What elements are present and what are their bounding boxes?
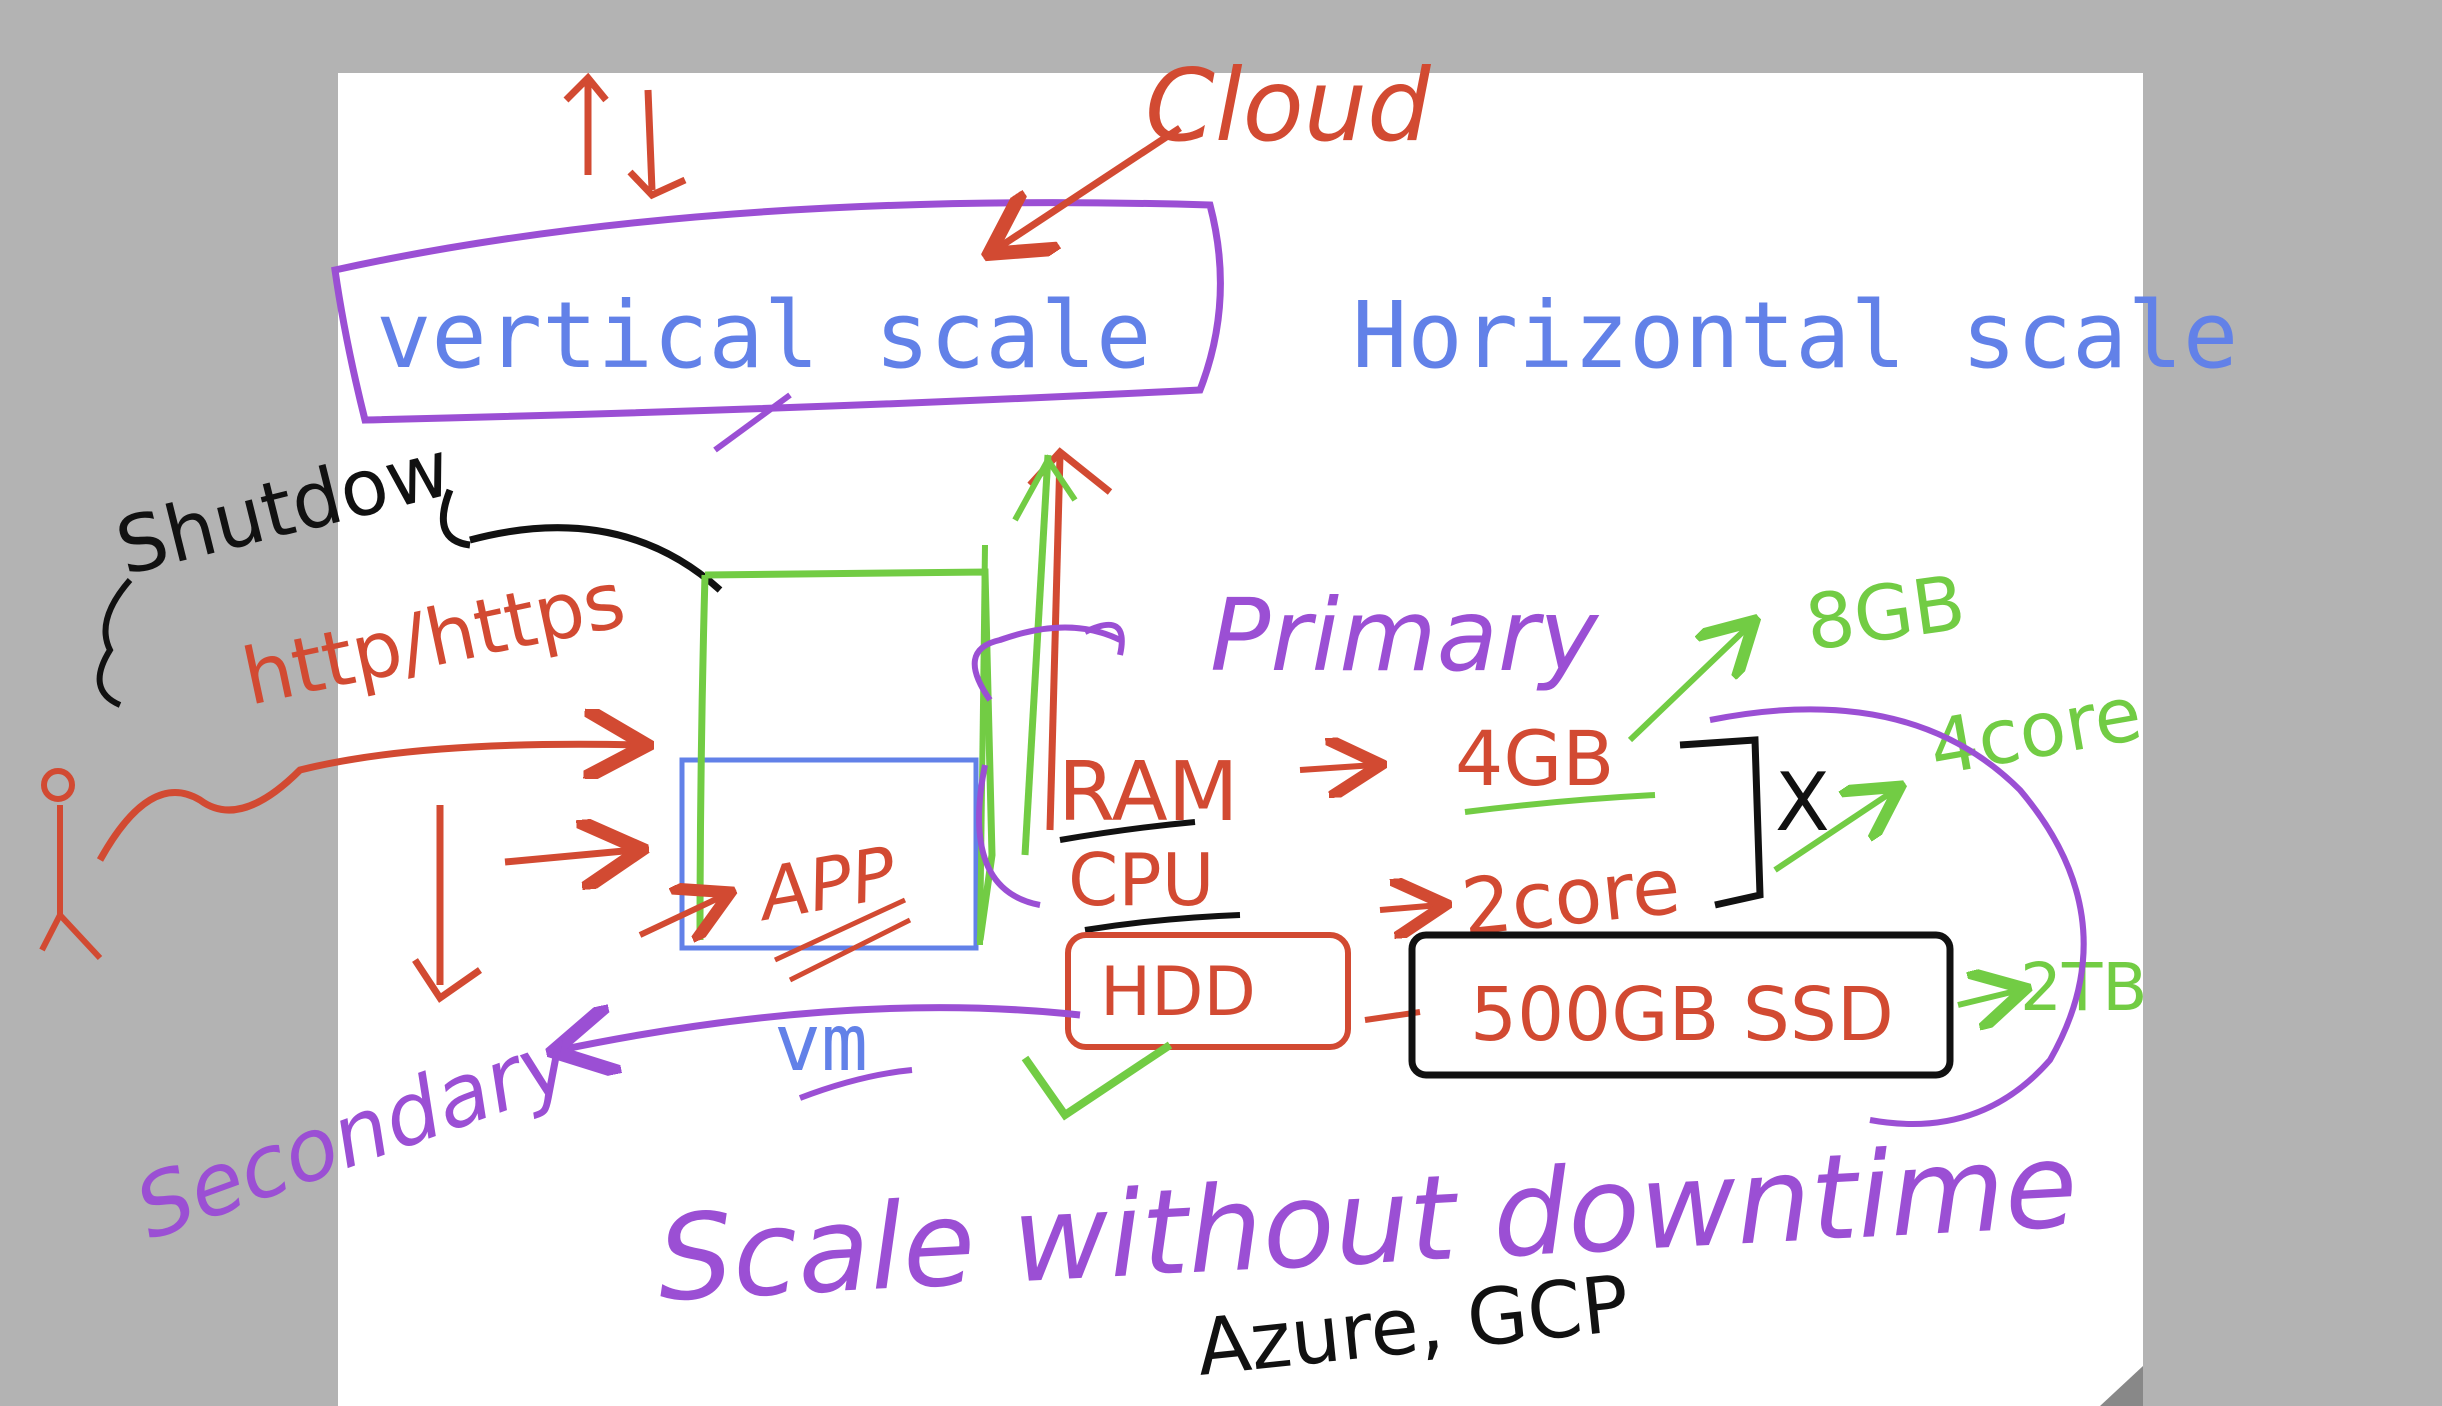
down-arrow-icon (627, 89, 687, 200)
hdd-value: 500GB SSD (1470, 972, 1894, 1058)
shutdown-hook (439, 488, 471, 549)
ram-upgrade-arrow (1627, 625, 1750, 743)
app-arrow (638, 895, 725, 935)
scale-up-arrow-red (1046, 454, 1064, 831)
check-icon (1021, 1041, 1173, 1121)
vm-entry-arrow (504, 850, 635, 862)
box-tick (713, 392, 792, 453)
scale-up-arrowhead-green (1012, 454, 1078, 522)
secondary-arrow (560, 1004, 1081, 1050)
cpu-upgrade: 4core (1923, 668, 2148, 793)
app-label: APP (749, 830, 902, 937)
vm-underline (798, 1067, 913, 1101)
down-line-head (412, 958, 483, 1003)
ram-upgrade: 8GB (1800, 558, 1970, 668)
primary-lower-brace (976, 764, 1041, 908)
primary-label: Primary (1210, 577, 1600, 694)
cloud-arrow (995, 125, 1182, 250)
vm-box (679, 757, 979, 951)
hdd-box (1065, 932, 1351, 1050)
cpu-upgrade-arrow (1773, 790, 1895, 873)
protocol-label: http/https (235, 555, 632, 724)
horizontal-scale-label: Horizontal scale (1352, 282, 2238, 389)
vertical-scale-label: vertical scale (376, 282, 1151, 389)
specs-bracket (1679, 736, 1764, 909)
ram-value-underline (1464, 792, 1656, 815)
ram-value: 4GB (1455, 714, 1614, 803)
server-right-edge (977, 544, 988, 946)
up-arrow-icon (563, 72, 609, 175)
cloud-label: Cloud (1145, 47, 1431, 164)
app-underline (773, 897, 912, 983)
cross-mark: X (1775, 756, 1830, 849)
hdd-label: HDD (1100, 953, 1256, 1032)
hdd-upgrade-arrow (1957, 990, 2020, 1005)
ram-value-arrow (1299, 765, 1375, 770)
upgrade-loop (1709, 706, 2087, 1127)
hdd-value-box (1408, 931, 1954, 1079)
primary-brace (971, 624, 1122, 702)
secondary-label: Secondary (123, 1010, 586, 1260)
vertical-scale-highlight-box (331, 199, 1224, 424)
shutdown-brace (96, 578, 133, 708)
shutdown-link (469, 524, 723, 593)
ram-underline (1059, 819, 1196, 843)
primary-arrow (1083, 621, 1125, 656)
page-curl (2100, 1366, 2143, 1406)
cpu-underline (1084, 912, 1241, 933)
shutdown-label: Shutdow (108, 424, 460, 594)
cpu-value-arrow (1379, 905, 1440, 910)
request-arrow (96, 744, 640, 862)
person-icon (39, 768, 103, 961)
scale-up-arrow-green (1021, 454, 1052, 856)
cpu-label: CPU (1068, 838, 1214, 922)
